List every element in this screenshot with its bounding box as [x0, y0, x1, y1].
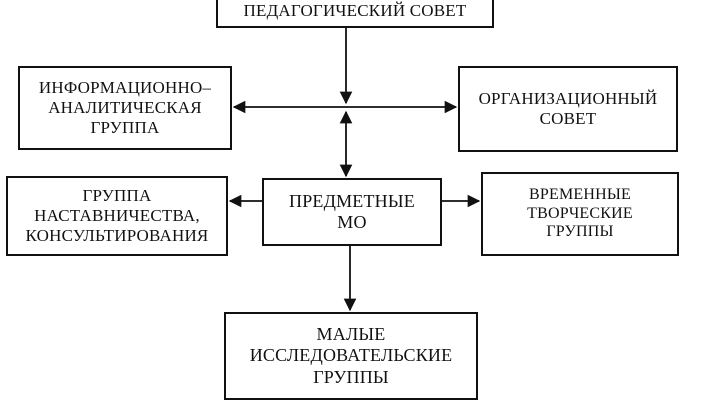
small-research-groups-box: МАЛЫЕ ИССЛЕДОВАТЕЛЬСКИЕ ГРУППЫ	[224, 312, 478, 400]
mentoring-group-box: ГРУППА НАСТАВНИЧЕСТВА, КОНСУЛЬТИРОВАНИЯ	[6, 176, 228, 256]
pedagogical-council-box: ПЕДАГОГИЧЕСКИЙ СОВЕТ	[216, 0, 494, 28]
info-analytic-group-box: ИНФОРМАЦИОННО– АНАЛИТИЧЕСКАЯ ГРУППА	[18, 66, 232, 150]
temporary-creative-groups-label: ВРЕМЕННЫЕ ТВОРЧЕСКИЕ ГРУППЫ	[527, 185, 633, 241]
small-research-groups-label: МАЛЫЕ ИССЛЕДОВАТЕЛЬСКИЕ ГРУППЫ	[249, 324, 453, 387]
subject-mo-label: ПРЕДМЕТНЫЕ МО	[289, 190, 415, 232]
organizational-council-box: ОРГАНИЗАЦИОННЫЙ СОВЕТ	[458, 66, 678, 152]
organizational-council-label: ОРГАНИЗАЦИОННЫЙ СОВЕТ	[478, 88, 658, 128]
mentoring-group-label: ГРУППА НАСТАВНИЧЕСТВА, КОНСУЛЬТИРОВАНИЯ	[25, 185, 209, 246]
pedagogical-council-label: ПЕДАГОГИЧЕСКИЙ СОВЕТ	[243, 0, 467, 20]
subject-mo-box: ПРЕДМЕТНЫЕ МО	[262, 178, 442, 246]
info-analytic-group-label: ИНФОРМАЦИОННО– АНАЛИТИЧЕСКАЯ ГРУППА	[38, 77, 212, 138]
temporary-creative-groups-box: ВРЕМЕННЫЕ ТВОРЧЕСКИЕ ГРУППЫ	[481, 172, 679, 256]
